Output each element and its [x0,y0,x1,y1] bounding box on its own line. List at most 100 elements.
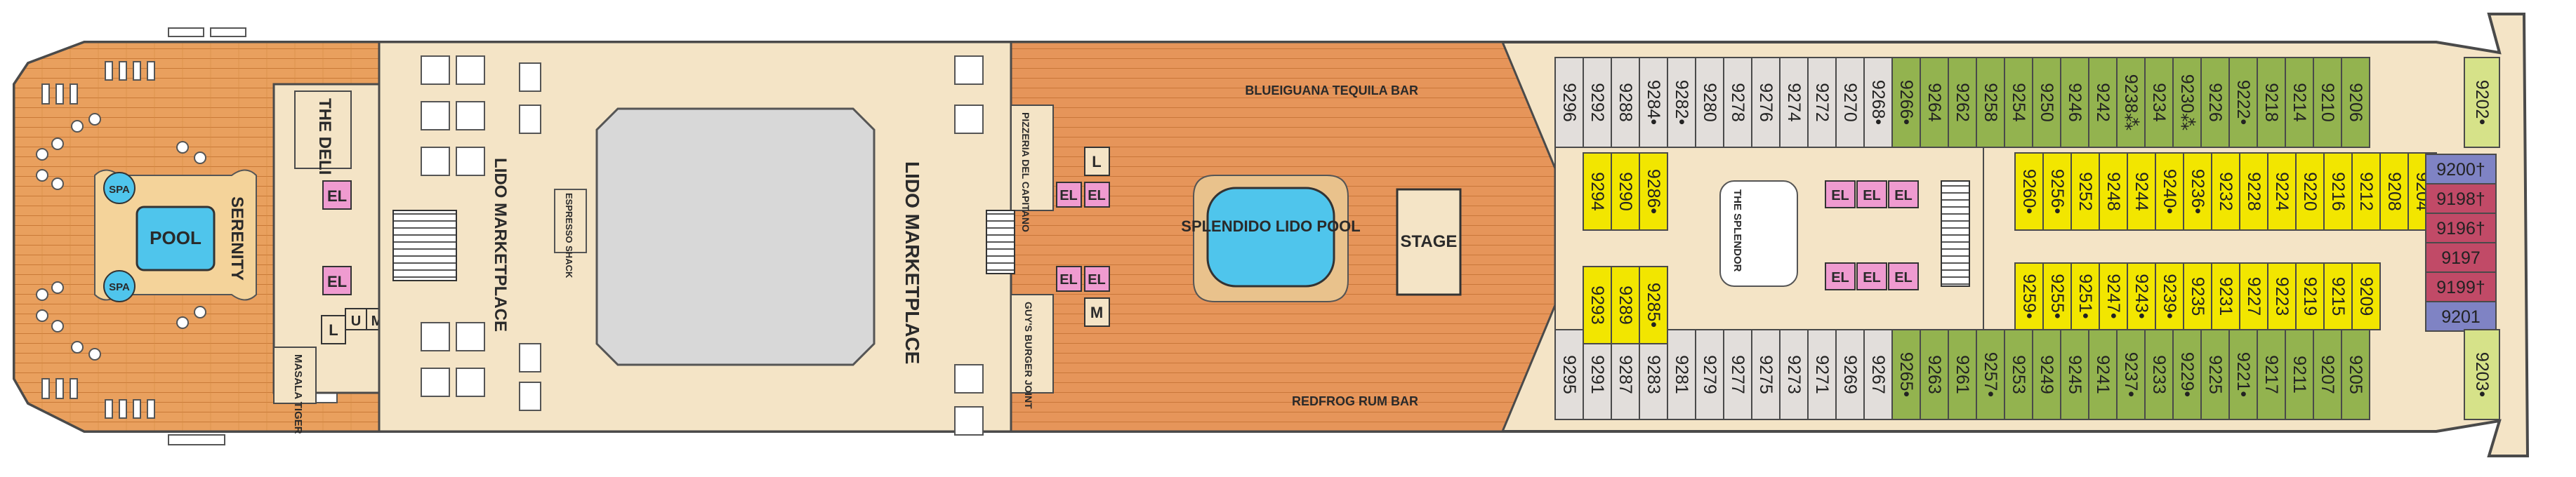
cabin-box[interactable] [2014,152,2044,231]
cabin-9239[interactable]: 9239• [2155,262,2184,330]
cabin-9246[interactable]: 9246 [2060,57,2089,148]
cabin-9196[interactable]: 9196† [2425,213,2497,243]
cabin-box[interactable] [2172,57,2202,148]
cabin-9201[interactable]: 9201 [2425,301,2497,332]
cabin-box[interactable] [2042,152,2072,231]
cabin-9255[interactable]: 9255• [2042,262,2072,330]
cabin-9253[interactable]: 9253 [2004,329,2033,420]
cabin-9214[interactable]: 9214 [2285,57,2314,148]
cabin-box[interactable] [1976,57,2005,148]
cabin-9197[interactable]: 9197 [2425,242,2497,273]
cabin-box[interactable] [1583,57,1612,148]
cabin-9243[interactable]: 9243• [2127,262,2156,330]
cabin-9277[interactable]: 9277 [1723,329,1752,420]
cabin-box[interactable] [2351,152,2381,231]
cabin-9278[interactable]: 9278 [1723,57,1752,148]
cabin-9227[interactable]: 9227 [2239,262,2268,330]
cabin-9206[interactable]: 9206 [2341,57,2370,148]
cabin-box[interactable] [2425,271,2497,302]
cabin-box[interactable] [2228,329,2258,420]
cabin-9199[interactable]: 9199† [2425,271,2497,302]
cabin-box[interactable] [1948,329,1977,420]
cabin-9228[interactable]: 9228 [2239,152,2268,231]
cabin-box[interactable] [2004,57,2033,148]
cabin-box[interactable] [2285,329,2314,420]
cabin-9274[interactable]: 9274 [1779,57,1809,148]
cabin-box[interactable] [2351,262,2381,330]
cabin-9285[interactable]: 9285• [1639,266,1668,344]
cabin-9280[interactable]: 9280 [1695,57,1724,148]
cabin-box[interactable] [1976,329,2005,420]
cabin-box[interactable] [1723,329,1752,420]
cabin-box[interactable] [2379,152,2409,231]
cabin-9263[interactable]: 9263 [1920,329,1949,420]
cabin-box[interactable] [2183,262,2212,330]
cabin-box[interactable] [1807,57,1837,148]
cabin-box[interactable] [2425,154,2497,184]
cabin-9281[interactable]: 9281 [1667,329,1696,420]
cabin-box[interactable] [1863,329,1893,420]
cabin-9244[interactable]: 9244 [2127,152,2156,231]
cabin-box[interactable] [1611,266,1640,344]
cabin-box[interactable] [2155,262,2184,330]
cabin-9256[interactable]: 9256• [2042,152,2072,231]
cabin-box[interactable] [2257,57,2286,148]
cabin-box[interactable] [1751,329,1781,420]
cabin-9207[interactable]: 9207 [2313,329,2342,420]
cabin-9254[interactable]: 9254 [2004,57,2033,148]
cabin-9232[interactable]: 9232 [2211,152,2240,231]
cabin-9271[interactable]: 9271 [1807,329,1837,420]
cabin-box[interactable] [2464,57,2500,148]
cabin-box[interactable] [1554,57,1584,148]
cabin-9231[interactable]: 9231 [2211,262,2240,330]
cabin-box[interactable] [2313,329,2342,420]
cabin-box[interactable] [2323,152,2353,231]
cabin-box[interactable] [1611,152,1640,231]
cabin-9221[interactable]: 9221• [2228,329,2258,420]
cabin-9250[interactable]: 9250 [2032,57,2061,148]
cabin-box[interactable] [2144,57,2174,148]
cabin-box[interactable] [1583,266,1612,344]
cabin-box[interactable] [1891,57,1921,148]
cabin-box[interactable] [2239,262,2268,330]
cabin-9252[interactable]: 9252 [2070,152,2100,231]
cabin-9267[interactable]: 9267 [1863,329,1893,420]
cabin-9262[interactable]: 9262 [1948,57,1977,148]
cabin-9225[interactable]: 9225 [2200,329,2230,420]
cabin-9290[interactable]: 9290 [1611,152,1640,231]
cabin-9200[interactable]: 9200† [2425,154,2497,184]
cabin-9241[interactable]: 9241 [2088,329,2118,420]
cabin-box[interactable] [2267,262,2297,330]
cabin-9217[interactable]: 9217 [2257,329,2286,420]
cabin-box[interactable] [2425,183,2497,214]
cabin-9235[interactable]: 9235 [2183,262,2212,330]
cabin-9266[interactable]: 9266• [1891,57,1921,148]
cabin-box[interactable] [2004,329,2033,420]
cabin-9293[interactable]: 9293 [1583,266,1612,344]
cabin-9284[interactable]: 9284• [1639,57,1668,148]
cabin-box[interactable] [1639,266,1668,344]
cabin-9283[interactable]: 9283 [1639,329,1668,420]
cabin-box[interactable] [1807,329,1837,420]
cabin-9240[interactable]: 9240• [2155,152,2184,231]
cabin-9219[interactable]: 9219 [2295,262,2325,330]
cabin-9208[interactable]: 9208 [2379,152,2409,231]
cabin-box[interactable] [2285,57,2314,148]
cabin-box[interactable] [2211,152,2240,231]
cabin-9251[interactable]: 9251• [2070,262,2100,330]
cabin-box[interactable] [2267,152,2297,231]
cabin-9211[interactable]: 9211 [2285,329,2314,420]
cabin-box[interactable] [2127,152,2156,231]
cabin-box[interactable] [2425,213,2497,243]
cabin-9203[interactable]: 9203• [2464,329,2500,420]
cabin-box[interactable] [1835,57,1865,148]
cabin-9265[interactable]: 9265• [1891,329,1921,420]
cabin-box[interactable] [2042,262,2072,330]
cabin-9236[interactable]: 9236• [2183,152,2212,231]
cabin-box[interactable] [2313,57,2342,148]
cabin-9226[interactable]: 9226 [2200,57,2230,148]
cabin-9269[interactable]: 9269 [1835,329,1865,420]
cabin-box[interactable] [1863,57,1893,148]
cabin-box[interactable] [1920,57,1949,148]
cabin-9233[interactable]: 9233 [2144,329,2174,420]
